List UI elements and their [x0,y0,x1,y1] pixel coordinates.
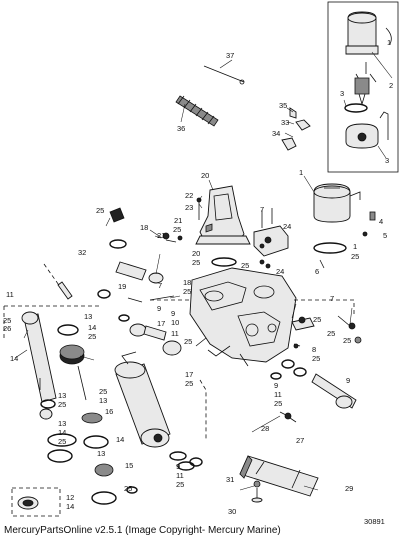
callout-25-k: 25 [313,315,321,324]
callout-9-d: 9 [274,381,278,390]
callout-17-a: 17 [157,319,165,328]
callout-31: 31 [226,475,234,484]
trim-cylinder [21,311,138,505]
callout-23: 23 [185,203,193,212]
callout-32: 32 [78,248,86,257]
callout-25-l: 25 [327,329,335,338]
reservoir-cap [195,185,251,267]
callout-18-b: 18 [183,278,191,287]
left-spools [97,207,183,356]
callout-7-c: 7 [330,294,334,303]
callout-34: 34 [272,129,280,138]
callout-25-a: 25 [173,225,181,234]
callout-9-b: 9 [171,309,175,318]
callout-9-c: 9 [346,376,350,385]
callout-14-b: 14 [88,323,96,332]
callout-22: 22 [185,191,193,200]
callout-25-h: 25 [88,332,96,341]
callout-7-b: 7 [158,281,162,290]
callout-25-o: 25 [274,399,282,408]
image-caption: MercuryPartsOnline v2.5.1 (Image Copyrig… [4,525,281,536]
tilt-cylinder [114,351,203,471]
callout-18: 18 [140,223,148,232]
callout-13-c: 13 [99,396,107,405]
callout-35: 35 [279,101,287,110]
manifold [253,208,289,269]
callout-25-j: 25 [185,379,193,388]
callout-1-inset: 1 [387,38,391,47]
callout-4: 4 [379,217,383,226]
callout-20-b: 20 [192,249,200,258]
callout-10: 10 [171,318,179,327]
callout-11-c: 11 [274,390,282,399]
callout-16: 16 [105,407,113,416]
callout-2: 2 [389,81,393,90]
callout-5: 5 [383,231,387,240]
callout-33: 33 [281,118,289,127]
callout-19: 19 [118,282,126,291]
pump-motor [313,183,376,269]
callout-14-e: 14 [66,502,74,511]
callout-25-i: 25 [184,337,192,346]
tilt-rod [43,263,73,300]
upper-small-parts [175,65,311,151]
callout-29: 29 [345,484,353,493]
callout-1-b: 1 [353,242,357,251]
callout-27: 27 [296,436,304,445]
callout-25-m: 25 [343,336,351,345]
callout-25-c: 25 [241,261,249,270]
motor-inset [327,1,399,173]
right-fittings [270,315,362,423]
callout-13-a: 13 [84,312,92,321]
callout-25-d: 25 [351,252,359,261]
callout-25-n: 25 [312,354,320,363]
callout-25-b: 25 [192,258,200,267]
drawing-number: 30891 [364,517,385,526]
callout-3-a: 3 [340,89,344,98]
callout-28: 28 [261,424,269,433]
callout-26: 26 [3,324,11,333]
callout-24-b: 24 [276,267,284,276]
callout-12: 12 [66,493,74,502]
callout-25-e: 25 [96,206,104,215]
callout-25-p: 25 [58,400,66,409]
callout-24-a: 24 [283,222,291,231]
callout-11: 11 [6,290,14,299]
pump-housing [189,267,297,367]
callout-14-c: 14 [58,428,66,437]
callout-25-s: 25 [124,484,132,493]
callout-3-b: 3 [385,156,389,165]
callout-20: 20 [201,171,209,180]
callout-9-a: 9 [157,304,161,313]
callout-25-t: 25 [176,480,184,489]
callout-21-a: 21 [174,216,182,225]
group-outlines [3,299,355,517]
callout-14-d: 14 [116,435,124,444]
callout-11-b: 11 [171,329,179,338]
callout-25-f: 25 [183,287,191,296]
callouts: 1 2 3 3 37 36 35 33 34 1 20 22 23 21 25 … [3,38,393,516]
callout-37: 37 [226,51,234,60]
bottom-plate [239,455,319,503]
callout-8: 8 [312,345,316,354]
callout-7-a: 7 [260,205,264,214]
callout-14-a: 14 [10,354,18,363]
callout-11-d: 11 [176,471,184,480]
callout-1: 1 [299,168,303,177]
callout-21-b: 21 [157,231,165,240]
callout-36: 36 [177,124,185,133]
callout-9-e: 9 [176,462,180,471]
callout-15: 15 [125,461,133,470]
callout-25-g: 25 [3,316,11,325]
callout-25-r: 25 [58,437,66,446]
callout-25-q: 25 [99,387,107,396]
callout-13-e: 13 [97,449,105,458]
callout-13-b: 13 [58,391,66,400]
callout-13-d: 13 [58,419,66,428]
leader-lines [14,59,353,491]
callout-17-b: 17 [185,370,193,379]
callout-6: 6 [315,267,319,276]
callout-30: 30 [228,507,236,516]
